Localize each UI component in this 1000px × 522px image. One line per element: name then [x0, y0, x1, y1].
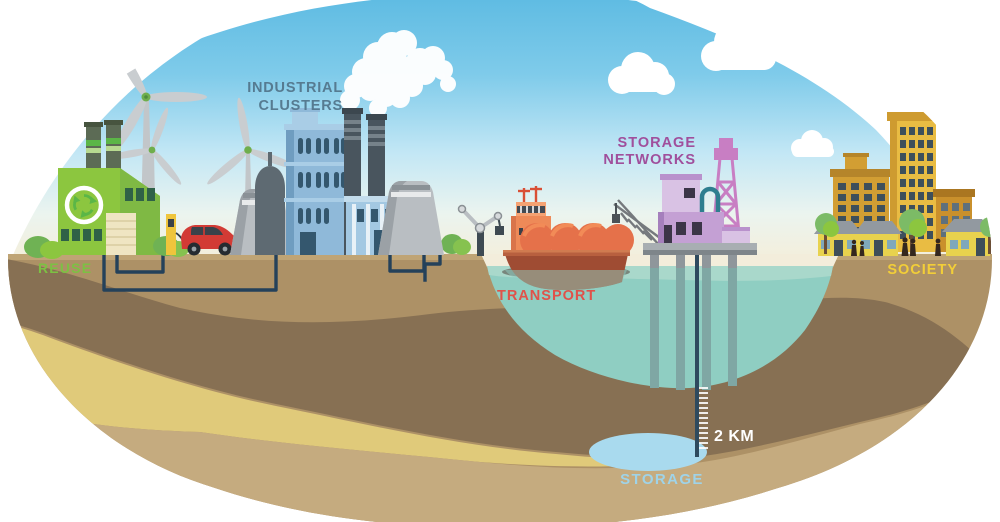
city-buildings — [814, 112, 992, 256]
depth-ruler — [699, 387, 708, 449]
cloud — [701, 23, 776, 71]
label-storage: STORAGE — [620, 471, 704, 488]
label-storage-networks-2: NETWORKS — [603, 152, 696, 168]
storage-reservoir — [589, 433, 707, 471]
cloud — [608, 52, 675, 95]
smoke — [340, 30, 456, 117]
label-depth: 2 KM — [714, 428, 754, 445]
reuse-factory — [24, 120, 471, 259]
offshore-platform — [612, 138, 757, 255]
label-reuse: REUSE — [38, 260, 92, 276]
label-society: SOCIETY — [887, 262, 958, 278]
platform-legs — [650, 254, 737, 390]
recycle-icon — [64, 185, 104, 225]
label-storage-networks-1: STORAGE — [618, 135, 696, 151]
person — [851, 237, 941, 256]
label-industrial-clusters-1: INDUSTRIAL — [247, 80, 343, 96]
label-transport: TRANSPORT — [497, 288, 596, 304]
cloud — [791, 130, 834, 157]
platform-crane — [613, 199, 661, 247]
wind-turbine — [107, 107, 182, 250]
house — [854, 221, 902, 256]
industrial-buildings — [230, 30, 456, 255]
garage-door — [106, 213, 136, 255]
label-industrial-clusters-2: CLUSTERS — [258, 98, 343, 114]
labels: INDUSTRIAL CLUSTERS REUSE TRANSPORT STOR… — [38, 80, 958, 488]
dock-crane — [457, 204, 504, 256]
transport-ship — [502, 186, 634, 290]
electric-car — [181, 225, 238, 256]
